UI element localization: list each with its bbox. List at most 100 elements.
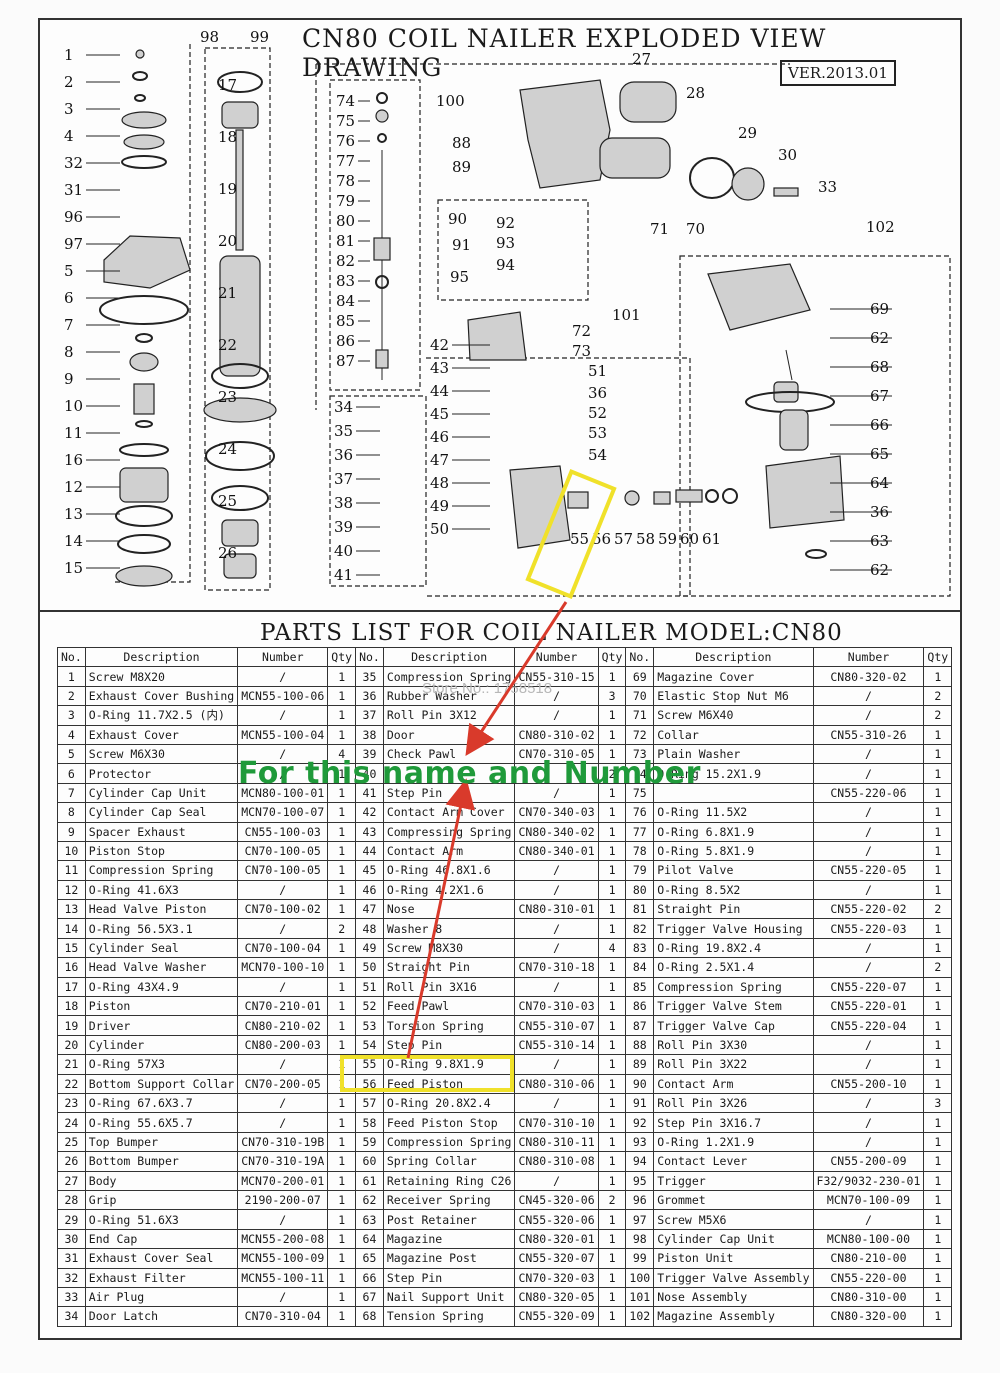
part-no: 17 <box>57 976 86 998</box>
part-qty: 1 <box>923 1151 953 1172</box>
part-qty: 1 <box>597 879 627 901</box>
callout-label: 42 <box>430 336 449 354</box>
part-description: Elastic Stop Nut M6 <box>653 685 814 707</box>
part-no: 76 <box>625 802 655 823</box>
part-no: 36 <box>355 685 384 707</box>
part-qty: 1 <box>923 996 953 1017</box>
part-number: / <box>812 821 925 842</box>
part-description: O-Ring 51.6X3 <box>84 1209 239 1230</box>
part-qty: 4 <box>597 937 627 959</box>
callout-label: 53 <box>588 424 607 442</box>
part-qty: 1 <box>327 1092 357 1114</box>
part-number: / <box>812 1054 925 1075</box>
part-description: O-Ring 2.5X1.4 <box>653 957 814 978</box>
callout-label: 61 <box>702 530 721 548</box>
part-description: Nose Assembly <box>653 1286 814 1308</box>
part-description: Grip <box>84 1189 239 1211</box>
part-qty: 1 <box>327 879 357 901</box>
callout-label: 12 <box>64 478 83 496</box>
part-number: CN80-320-05 <box>514 1286 599 1308</box>
part-no: 95 <box>625 1170 655 1191</box>
part-no: 28 <box>57 1189 86 1211</box>
part-number: CN55-220-07 <box>812 976 925 998</box>
part-description: Piston Unit <box>653 1248 814 1269</box>
part-no: 100 <box>625 1267 655 1288</box>
part-no: 47 <box>355 899 384 920</box>
part-description: Cylinder Seal <box>84 937 239 959</box>
part-description: Plain Washer <box>653 743 814 765</box>
callout-label: 76 <box>336 132 355 150</box>
part-description: Magazine <box>382 1228 516 1250</box>
part-description: O-Ring 8.5X2 <box>653 879 814 901</box>
part-number: CN55-320-07 <box>514 1248 599 1269</box>
part-number: CN55-310-07 <box>514 1015 599 1036</box>
part-qty: 1 <box>597 1073 627 1094</box>
header-qty: Qty <box>327 646 357 668</box>
exploded-diagram: 1234323196975678910111612131415171819202… <box>64 28 951 597</box>
part-qty: 1 <box>597 976 627 998</box>
part-description: Grommet <box>653 1189 814 1211</box>
part-qty: 1 <box>327 860 357 881</box>
part-description: Piston Stop <box>84 840 239 862</box>
part-number: CN70-310-18 <box>514 957 599 978</box>
part-qty: 1 <box>327 937 357 959</box>
part-qty: 1 <box>327 957 357 978</box>
part-description: Retaining Ring C26 <box>382 1170 516 1191</box>
callout-label: 45 <box>430 405 449 423</box>
callout-label: 27 <box>632 50 651 68</box>
part-qty: 1 <box>327 840 357 862</box>
part-qty: 1 <box>597 821 627 842</box>
callout-label: 77 <box>336 152 355 170</box>
part-qty: 1 <box>923 1189 953 1211</box>
callout-label: 86 <box>336 332 355 350</box>
part-number: F32/9032-230-01 <box>812 1170 925 1191</box>
callout-label: 40 <box>334 542 353 560</box>
part-number: / <box>812 743 925 765</box>
header-qty: Qty <box>597 646 627 668</box>
part-description: O-Ring 19.8X2.4 <box>653 937 814 959</box>
part-no: 6 <box>57 763 86 784</box>
part-description: Trigger <box>653 1170 814 1191</box>
part-qty: 1 <box>327 1112 357 1133</box>
part-description: Driver <box>84 1015 239 1036</box>
part-qty: 1 <box>923 879 953 901</box>
part-qty: 1 <box>597 899 627 920</box>
group-label: 102 <box>866 218 895 236</box>
part-qty: 1 <box>327 1267 357 1288</box>
callout-label: 70 <box>686 220 705 238</box>
part-no: 88 <box>625 1034 655 1056</box>
part-qty: 1 <box>327 899 357 920</box>
part-qty: 1 <box>923 976 953 998</box>
callout-label: 10 <box>64 397 83 415</box>
part-description: O-Ring 4.2X1.6 <box>382 879 516 901</box>
callout-label: 35 <box>334 422 353 440</box>
part-number: CN80-200-03 <box>237 1034 329 1056</box>
callout-label: 96 <box>64 208 83 226</box>
part-no: 65 <box>355 1248 384 1269</box>
part-description: Screw M8X20 <box>84 666 239 687</box>
callout-label: 84 <box>336 292 355 310</box>
part-number: / <box>812 1034 925 1056</box>
part-number: / <box>514 1170 599 1191</box>
header-number: Number <box>237 646 329 668</box>
part-no: 101 <box>625 1286 655 1308</box>
part-no: 4 <box>57 724 86 745</box>
part-no: 49 <box>355 937 384 959</box>
part-no: 33 <box>57 1286 86 1308</box>
part-number: / <box>812 802 925 823</box>
part-no: 98 <box>625 1228 655 1250</box>
callout-label: 74 <box>336 92 355 110</box>
part-description: Head Valve Piston <box>84 899 239 920</box>
callout-label: 37 <box>334 470 353 488</box>
part-no: 46 <box>355 879 384 901</box>
part-qty: 1 <box>327 1189 357 1211</box>
callout-label: 73 <box>572 342 591 360</box>
part-no: 21 <box>57 1054 86 1075</box>
piston-unit-parts <box>203 71 277 579</box>
